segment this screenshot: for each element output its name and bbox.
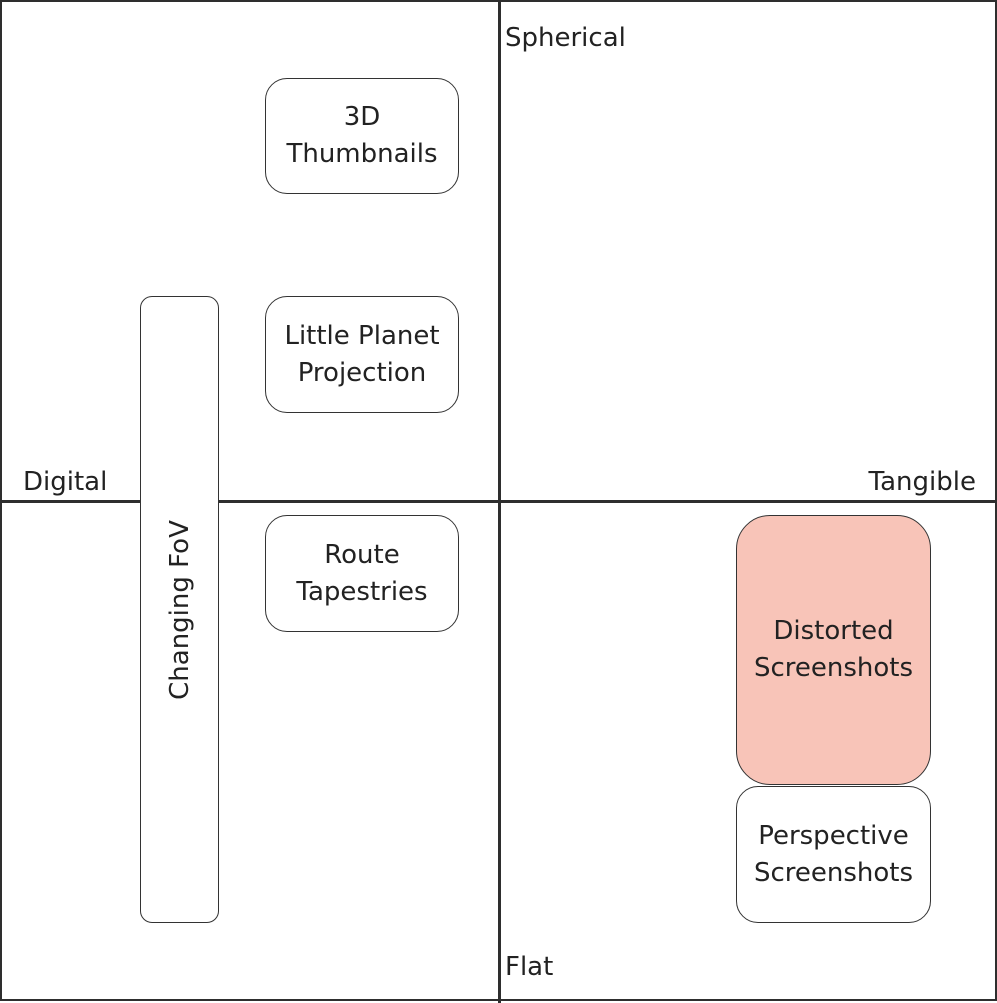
node-perspective-screenshots-line2: Screenshots	[753, 857, 914, 888]
node-3d-thumbnails-line2: Thumbnails	[286, 139, 438, 169]
node-distorted-screenshots-line1: Distorted	[773, 616, 894, 646]
node-distorted-screenshots-line2: Screenshots	[753, 653, 914, 683]
node-3d-thumbnails-line1: 3D	[343, 102, 381, 132]
axis-label-spherical: Spherical	[505, 23, 626, 53]
node-route-tapestries-line1: Route	[324, 539, 400, 570]
node-changing-fov: Changing FoV	[140, 296, 219, 923]
node-3d-thumbnails: 3D Thumbnails	[265, 78, 459, 194]
axis-label-flat: Flat	[505, 952, 554, 982]
node-route-tapestries: Route Tapestries	[265, 515, 459, 632]
node-little-planet-projection: Little Planet Projection	[265, 296, 459, 413]
node-little-planet-line2: Projection	[297, 357, 427, 388]
node-changing-fov-label: Changing FoV	[164, 519, 195, 700]
horizontal-axis	[2, 500, 997, 503]
axis-label-tangible: Tangible	[868, 467, 976, 497]
node-distorted-screenshots: Distorted Screenshots	[736, 515, 931, 785]
node-perspective-screenshots: Perspective Screenshots	[736, 786, 931, 923]
node-little-planet-line1: Little Planet	[284, 320, 440, 351]
axis-label-digital: Digital	[23, 467, 108, 497]
node-route-tapestries-line2: Tapestries	[296, 576, 428, 607]
node-perspective-screenshots-line1: Perspective	[758, 820, 909, 851]
